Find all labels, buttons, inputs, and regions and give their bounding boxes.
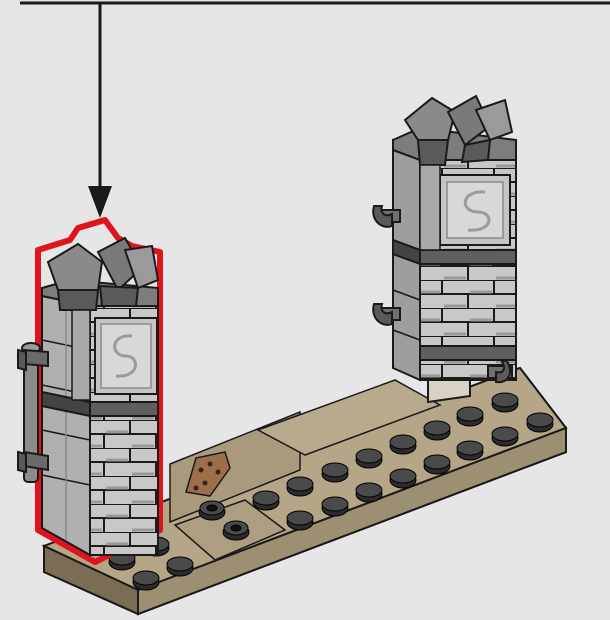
stud <box>253 491 279 510</box>
clip-icon <box>24 350 48 366</box>
clip-icon <box>24 452 48 470</box>
hollow-stud <box>223 521 249 540</box>
stud <box>356 449 382 468</box>
stud <box>390 469 416 488</box>
stud <box>527 413 553 432</box>
right-pillar <box>373 96 516 402</box>
stud <box>492 393 518 412</box>
stud <box>322 463 348 482</box>
stud <box>287 477 313 496</box>
dark-band <box>420 250 516 264</box>
swirl-panel <box>420 165 510 250</box>
stud <box>457 407 483 426</box>
stud <box>322 497 348 516</box>
stud <box>167 557 193 576</box>
swirl-panel <box>72 310 157 400</box>
stud <box>133 571 159 590</box>
stud <box>424 421 450 440</box>
stud <box>457 441 483 460</box>
down-arrow-icon <box>88 186 112 218</box>
stud <box>390 435 416 454</box>
stud <box>287 511 313 530</box>
stud <box>424 455 450 474</box>
hollow-stud <box>199 501 225 520</box>
step-callout-frame <box>20 3 610 218</box>
stud <box>356 483 382 502</box>
dark-band <box>90 402 158 416</box>
left-pillar-highlighted <box>18 220 160 562</box>
stud <box>492 427 518 446</box>
